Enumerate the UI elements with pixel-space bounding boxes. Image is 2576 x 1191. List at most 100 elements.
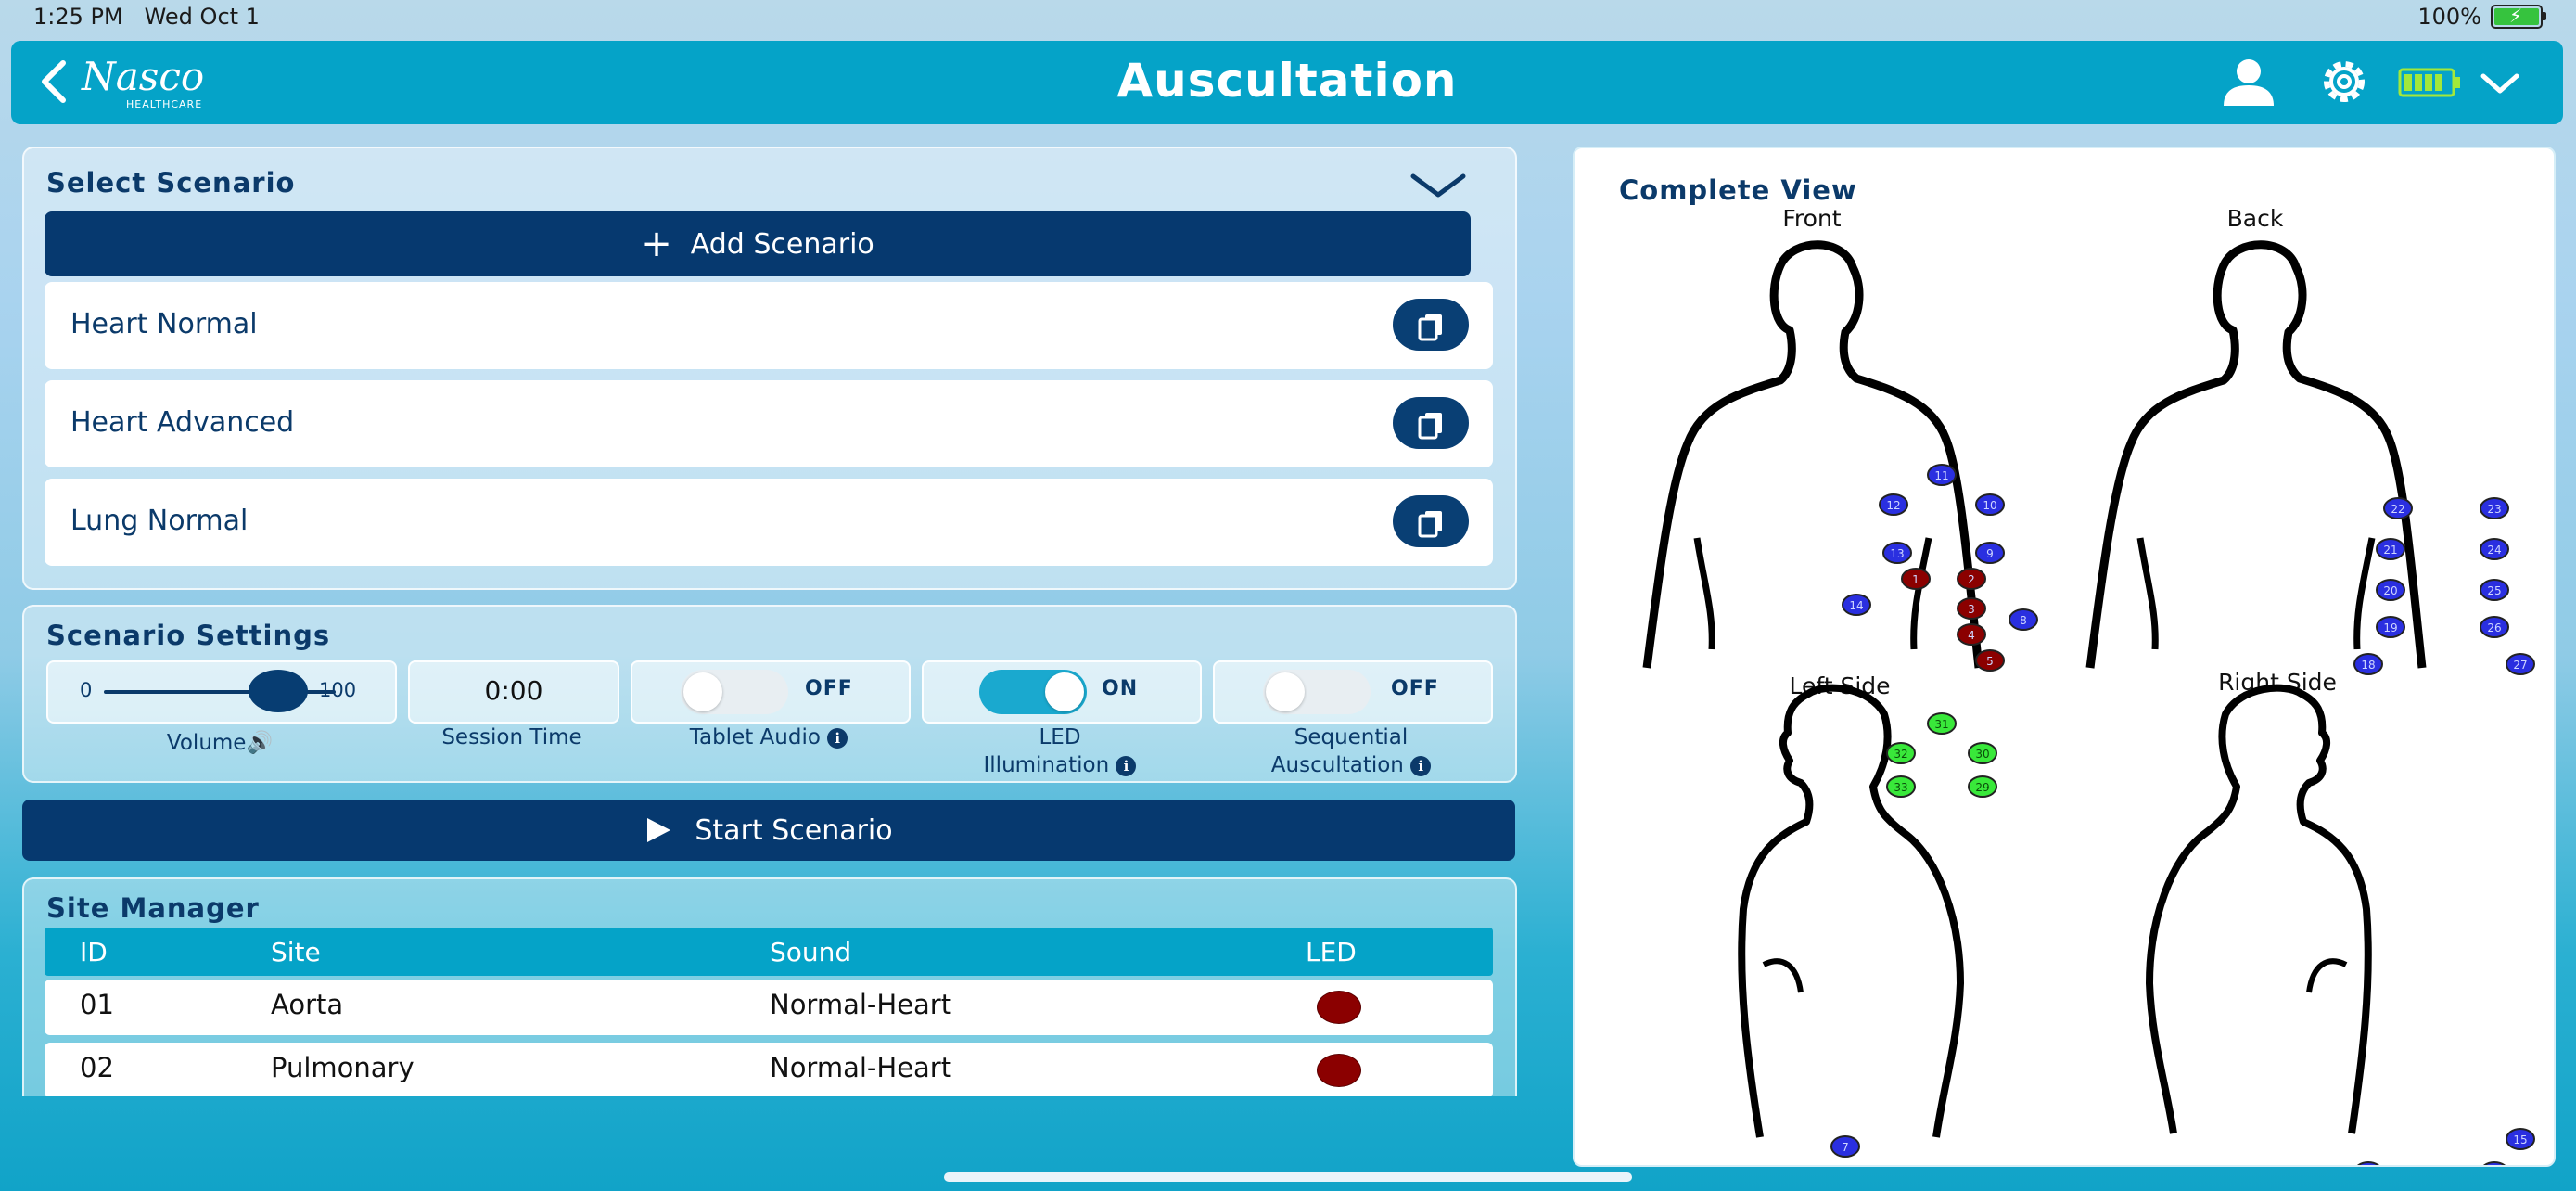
site-marker-label: 5: [1986, 655, 1994, 668]
scenario-item-lung-normal[interactable]: Lung Normal: [45, 479, 1493, 566]
sequential-auscultation-toggle[interactable]: OFF: [1213, 660, 1493, 724]
site-marker-label: 24: [2487, 544, 2501, 557]
scenario-item-heart-normal[interactable]: Heart Normal: [45, 282, 1493, 369]
gear-icon[interactable]: [2311, 54, 2378, 109]
site-marker[interactable]: [1975, 493, 2005, 516]
led-indicator: [1317, 991, 1361, 1024]
play-icon: [647, 818, 671, 842]
battery-status: 100% ⚡: [2417, 4, 2546, 30]
site-marker-label: 19: [2383, 621, 2397, 634]
complete-view-title: Complete View: [1619, 174, 1857, 206]
site-marker[interactable]: [2480, 1161, 2508, 1165]
info-icon[interactable]: i: [827, 727, 848, 749]
site-marker[interactable]: [1830, 1135, 1860, 1158]
site-marker-label: 3: [1968, 603, 1975, 616]
tablet-audio-switch[interactable]: [681, 670, 788, 714]
site-marker-label: 29: [1975, 781, 1989, 794]
led-illumination-label: LED Illumination i: [922, 724, 1198, 779]
volume-slider-track[interactable]: [104, 690, 336, 694]
site-marker[interactable]: [2383, 497, 2413, 519]
led-illumination-switch[interactable]: [979, 670, 1087, 714]
site-marker-label: 4: [1968, 629, 1975, 642]
site-marker-label: 13: [1890, 547, 1904, 560]
site-marker[interactable]: [2376, 538, 2405, 560]
site-marker[interactable]: [2480, 579, 2509, 601]
info-icon[interactable]: i: [1410, 755, 1432, 776]
left-column: Select Scenario + Add Scenario Heart Nor…: [22, 147, 1517, 1096]
site-marker[interactable]: [2353, 653, 2383, 675]
site-marker[interactable]: [1879, 493, 1908, 516]
site-marker-label: 21: [2383, 544, 2397, 557]
site-marker-label: 12: [1886, 499, 1900, 512]
volume-control: 0 100: [46, 660, 397, 724]
complete-view-panel: Complete View Front Back Left Side Right…: [1573, 147, 2556, 1167]
site-marker-label: 32: [1894, 748, 1907, 761]
sequential-auscultation-switch[interactable]: [1263, 670, 1371, 714]
copy-icon[interactable]: [1393, 299, 1469, 351]
site-table-header: ID Site Sound LED: [45, 928, 1493, 976]
led-illumination-toggle[interactable]: ON: [922, 660, 1202, 724]
site-marker-label: 1: [1912, 573, 1919, 586]
back-chevron-icon[interactable]: [32, 58, 80, 106]
site-marker[interactable]: [2354, 1161, 2382, 1165]
user-icon[interactable]: [2216, 54, 2281, 109]
site-marker-label: 20: [2383, 584, 2397, 597]
scenario-item-heart-advanced[interactable]: Heart Advanced: [45, 380, 1493, 467]
site-marker[interactable]: [1927, 464, 1957, 486]
chevron-down-icon[interactable]: [2478, 65, 2522, 102]
site-marker-label: 26: [2487, 621, 2501, 634]
site-marker[interactable]: [1901, 568, 1931, 590]
site-marker[interactable]: [2506, 653, 2535, 675]
status-bar: 1:25 PM Wed Oct 1 100% ⚡: [0, 0, 2576, 35]
site-marker[interactable]: [1957, 597, 1986, 620]
site-marker[interactable]: [1842, 594, 1871, 616]
collapse-chevron-icon[interactable]: [1408, 167, 1469, 204]
table-row[interactable]: 02 Pulmonary Normal-Heart: [45, 1043, 1493, 1096]
copy-icon[interactable]: [1393, 397, 1469, 449]
status-time: 1:25 PM Wed Oct 1: [33, 4, 260, 30]
site-marker[interactable]: [2480, 616, 2509, 638]
site-marker[interactable]: [1957, 623, 1986, 646]
site-marker[interactable]: [2506, 1128, 2535, 1150]
session-time-box: 0:00: [408, 660, 619, 724]
site-marker[interactable]: [1968, 775, 1997, 798]
site-marker[interactable]: [2009, 608, 2038, 631]
site-marker-label: 9: [1986, 547, 1994, 560]
site-marker[interactable]: [1968, 742, 1997, 764]
site-marker-label: 31: [1934, 718, 1948, 731]
site-marker[interactable]: [1886, 742, 1916, 764]
battery-icon: ⚡: [2491, 5, 2546, 29]
volume-label: Volume🔊: [166, 731, 274, 755]
site-marker[interactable]: [1886, 775, 1916, 798]
site-marker[interactable]: [1975, 542, 2005, 564]
site-marker[interactable]: [1927, 712, 1957, 735]
device-battery-icon: [2398, 68, 2460, 97]
session-time-value: 0:00: [484, 675, 543, 706]
site-marker-label: 23: [2487, 503, 2501, 516]
site-marker[interactable]: [1975, 649, 2005, 672]
site-marker[interactable]: [2376, 579, 2405, 601]
copy-icon[interactable]: [1393, 495, 1469, 547]
site-marker-label: 22: [2391, 503, 2404, 516]
site-marker-label: 25: [2487, 584, 2501, 597]
session-time-label: Session Time: [441, 725, 582, 749]
site-marker-label: 2: [1968, 573, 1975, 586]
site-marker[interactable]: [2480, 497, 2509, 519]
add-scenario-button[interactable]: + Add Scenario: [45, 211, 1471, 276]
tablet-audio-toggle[interactable]: OFF: [631, 660, 911, 724]
site-marker[interactable]: [2376, 616, 2405, 638]
left-side-body-outline: [1738, 684, 1964, 1138]
site-marker[interactable]: [2480, 538, 2509, 560]
table-row[interactable]: 01 Aorta Normal-Heart: [45, 980, 1493, 1035]
front-label: Front: [1782, 205, 1841, 232]
info-icon[interactable]: i: [1116, 755, 1137, 776]
nasco-logo: Nasco HEALTHCARE: [82, 54, 205, 111]
site-marker[interactable]: [1957, 568, 1986, 590]
site-marker-label: 33: [1894, 781, 1907, 794]
site-marker-label: 15: [2513, 1133, 2527, 1146]
volume-slider-thumb[interactable]: [249, 670, 308, 712]
start-scenario-button[interactable]: Start Scenario: [22, 800, 1515, 861]
site-marker[interactable]: [1882, 542, 1912, 564]
back-body-outline: [2085, 240, 2427, 669]
